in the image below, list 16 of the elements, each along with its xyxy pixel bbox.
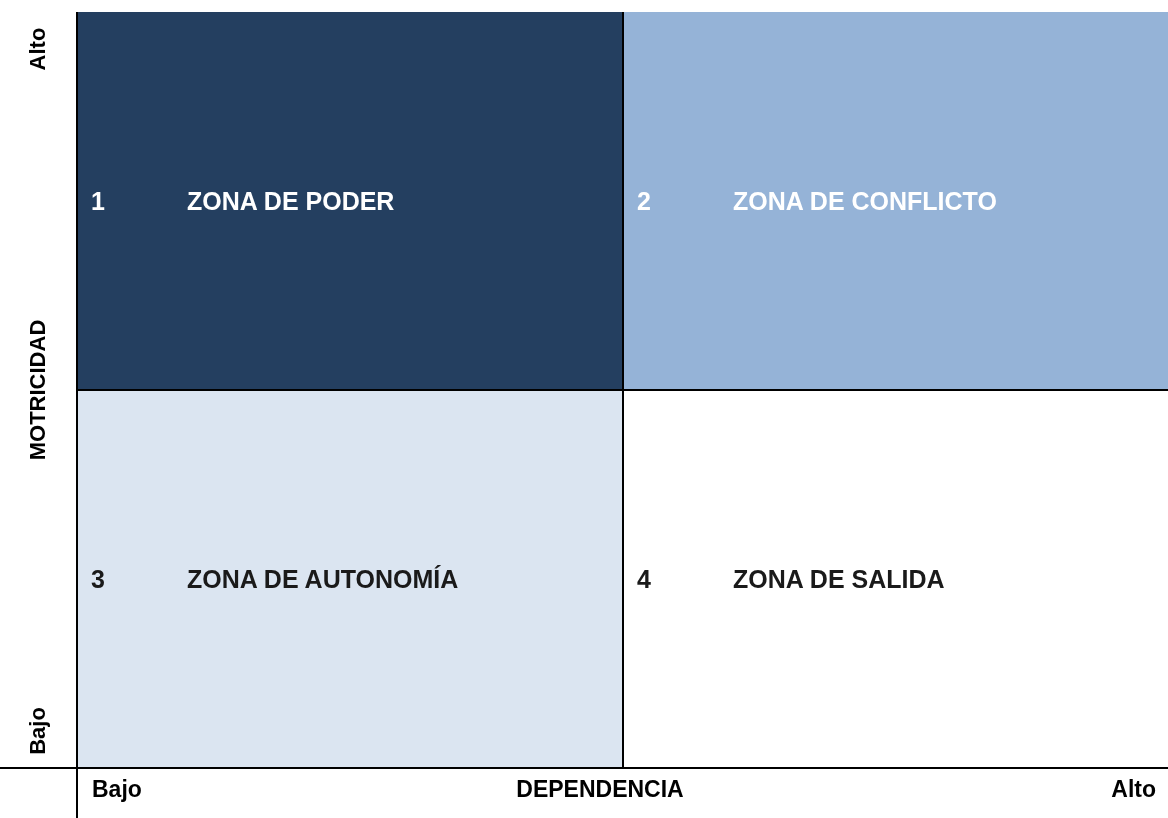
quadrant-box xyxy=(623,12,1168,390)
quadrant-title: ZONA DE CONFLICTO xyxy=(733,188,997,214)
quadrant-title: ZONA DE PODER xyxy=(187,188,395,214)
axis-label: DEPENDENCIA xyxy=(516,778,684,801)
axis-label: Bajo xyxy=(27,707,49,755)
axis-label: MOTRICIDAD xyxy=(27,319,49,461)
quadrant-number: 2 xyxy=(637,188,651,214)
axis-label: Alto xyxy=(27,27,49,71)
quadrant-title: ZONA DE SALIDA xyxy=(733,566,945,592)
quadrant-number: 3 xyxy=(91,566,105,592)
quadrant-number: 4 xyxy=(637,566,651,592)
quadrant-box xyxy=(77,390,623,768)
quadrant-title: ZONA DE AUTONOMÍA xyxy=(187,566,459,592)
quadrant-number: 1 xyxy=(91,188,105,214)
axis-label: Alto xyxy=(1111,778,1156,801)
quadrant-box xyxy=(77,12,623,390)
